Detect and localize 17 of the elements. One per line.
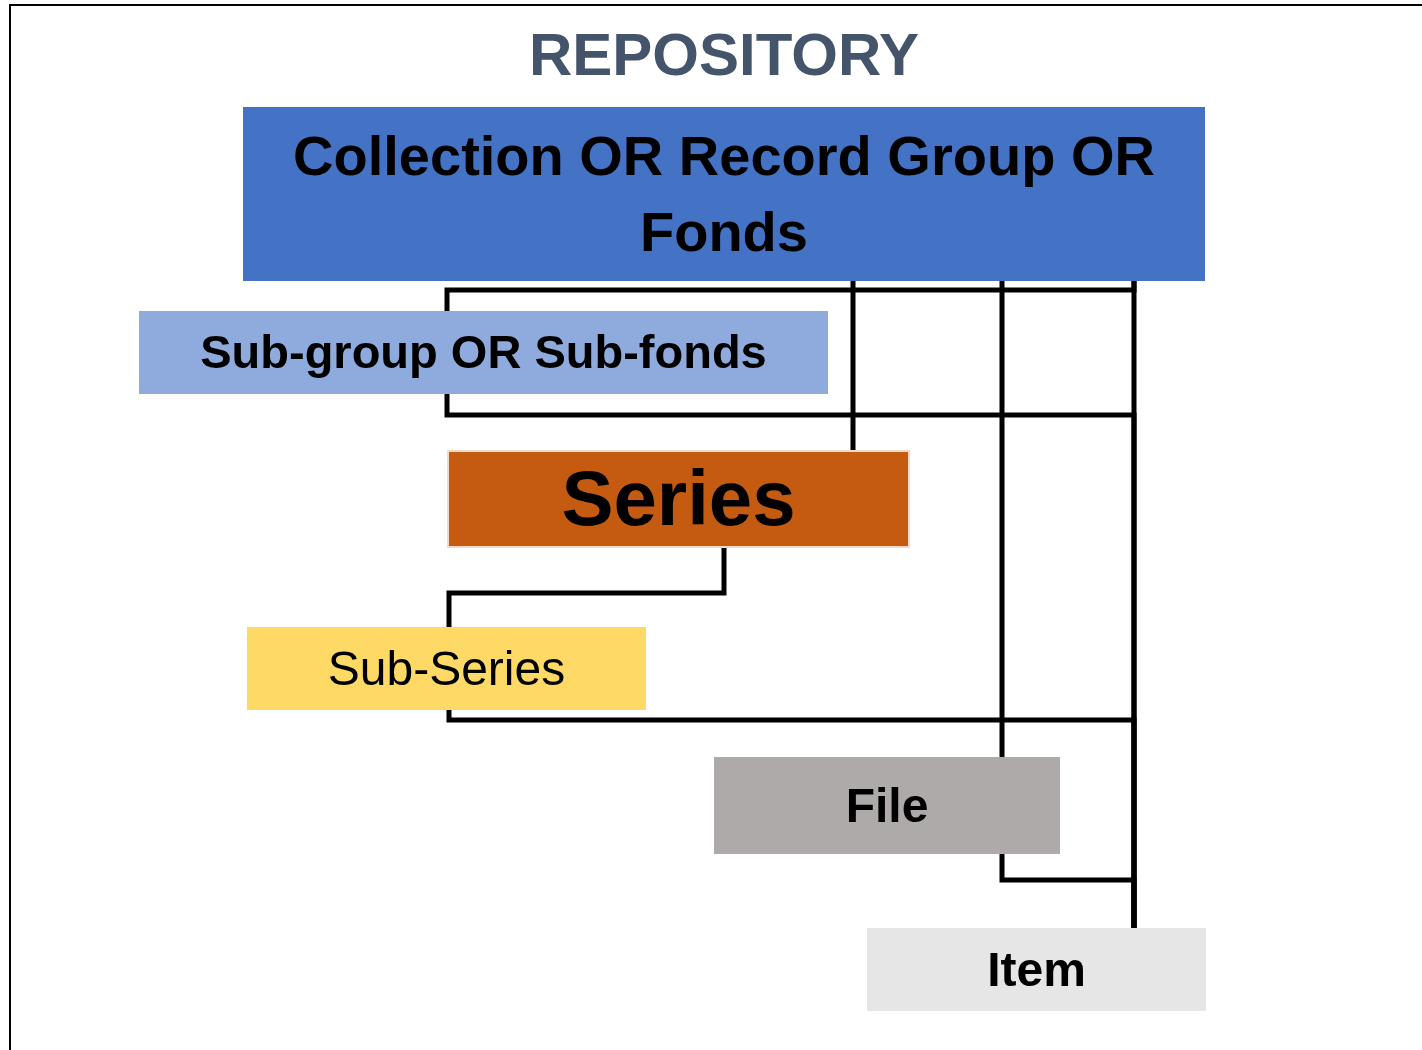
- connector-line: [850, 281, 856, 450]
- level-box: [243, 107, 1205, 281]
- diagram-title: REPOSITORY: [527, 20, 921, 89]
- connector-line: [446, 548, 727, 627]
- level-label: Series: [560, 454, 797, 544]
- level-box: [447, 450, 910, 548]
- connector-line: [1131, 281, 1137, 928]
- level-box: [714, 757, 1060, 854]
- level-box: [867, 928, 1206, 1011]
- level-label: Collection OR Record Group OR Fonds: [292, 123, 1156, 265]
- level-box: [247, 627, 646, 710]
- level-label: Sub-Series: [326, 640, 567, 697]
- level-box: [139, 311, 828, 394]
- level-label: Sub-group OR Sub-fonds: [199, 325, 768, 380]
- level-label: File: [844, 777, 930, 834]
- connector-line: [999, 281, 1005, 757]
- level-label: Item: [986, 941, 1087, 998]
